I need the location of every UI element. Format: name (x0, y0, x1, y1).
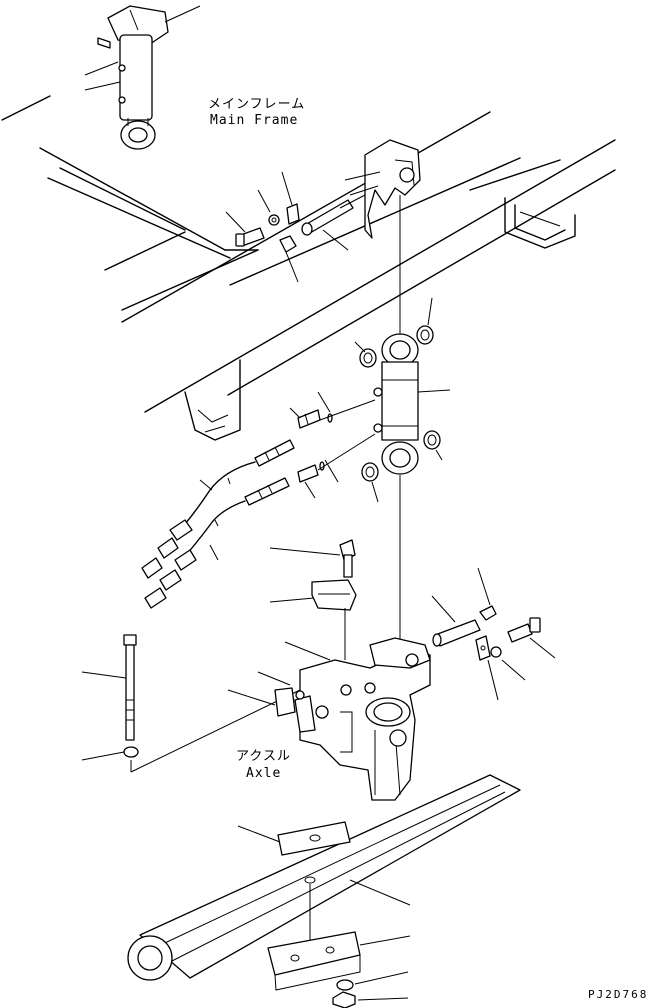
leaf-spring (127, 774, 521, 1008)
reference-shock-absorber (84, 5, 201, 150)
upper-shock-bracket (344, 139, 421, 239)
upper-pin-hardware (225, 171, 366, 283)
drawing-code: PJ2D768 (588, 988, 648, 1001)
lower-mount-hardware (81, 539, 357, 773)
shock-absorber (354, 195, 451, 648)
axle-label-ja: アクスル (236, 749, 291, 764)
axle-label-en: Axle (246, 766, 281, 781)
main-frame-label-ja: メインフレーム (208, 97, 305, 112)
hydraulic-fittings (141, 391, 376, 609)
main-frame (1, 95, 616, 441)
main-frame-label-en: Main Frame (210, 113, 298, 128)
axle (227, 637, 431, 801)
lower-pin-hardware (431, 567, 556, 701)
